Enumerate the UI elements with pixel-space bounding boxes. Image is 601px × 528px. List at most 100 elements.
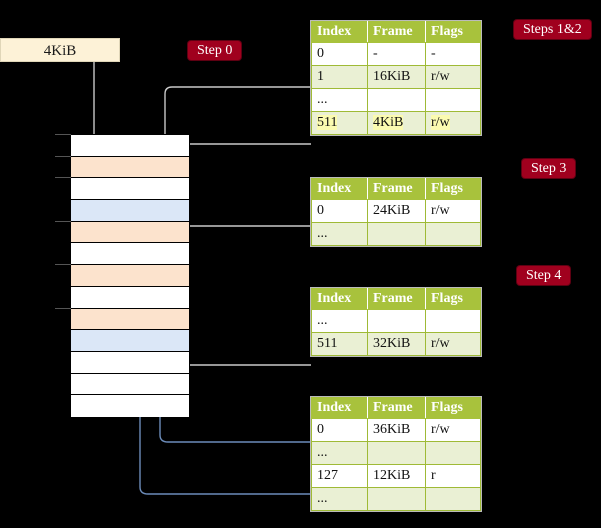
memory-frame-9	[71, 330, 189, 352]
memory-frame-1	[71, 156, 189, 179]
column-header-flags: Flags	[425, 21, 481, 43]
cell-flags: r/w	[425, 199, 481, 223]
column-header-index: Index	[311, 288, 368, 310]
wire-l1-511	[180, 143, 311, 249]
cell-flags	[425, 487, 481, 511]
column-header-index: Index	[311, 178, 368, 200]
column-header-frame: Frame	[367, 178, 426, 200]
memory-frame-6	[71, 265, 189, 287]
table-row[interactable]: ...	[311, 222, 481, 246]
column-header-frame: Frame	[367, 397, 426, 419]
cell-index: 0	[311, 199, 368, 223]
column-header-index: Index	[311, 21, 368, 43]
cell-flags: r	[425, 464, 481, 488]
memory-frame-11	[71, 373, 189, 396]
memory-frame-2	[71, 178, 189, 201]
column-header-flags: Flags	[425, 288, 481, 310]
cell-frame	[367, 222, 426, 246]
cell-index: ...	[311, 487, 368, 511]
vaddr-label: 4KiB	[43, 43, 77, 59]
memory-frame-7	[71, 286, 189, 309]
cell-index: ...	[311, 441, 368, 465]
cell-flags: r/w	[425, 332, 481, 356]
memory-frame-8	[71, 308, 189, 331]
wire-step4	[176, 308, 311, 366]
table-row[interactable]: ...	[311, 88, 481, 112]
cell-flags	[425, 441, 481, 465]
badge-step-0: Step 0	[188, 41, 242, 60]
table-row[interactable]: 0--	[311, 42, 481, 66]
cell-flags	[425, 222, 481, 246]
highlight-mark: 511	[317, 115, 338, 130]
table-row[interactable]: 511 4KiB r/w	[311, 111, 481, 135]
cell-index: ...	[311, 88, 368, 112]
memory-frame-5	[71, 243, 189, 266]
column-header-flags: Flags	[425, 397, 481, 419]
table-row[interactable]: ...	[311, 487, 481, 511]
cell-frame: 36KiB	[367, 418, 426, 442]
cell-frame: 32KiB	[367, 332, 426, 356]
memory-frame-0	[71, 135, 189, 157]
virtual-address-box: 4KiB	[0, 38, 120, 62]
cell-index: 1	[311, 65, 368, 89]
memory-frame-10	[71, 351, 189, 374]
cell-index: 127	[311, 464, 368, 488]
highlight-mark: r/w	[431, 115, 450, 130]
highlight-mark: 4KiB	[373, 115, 404, 130]
memory-tick-2	[55, 177, 71, 179]
cell-index: 511	[311, 111, 368, 135]
column-header-frame: Frame	[367, 21, 426, 43]
badge-step-4: Step 4	[517, 266, 571, 285]
cell-frame: 24KiB	[367, 199, 426, 223]
cell-frame	[367, 309, 426, 333]
column-header-frame: Frame	[367, 288, 426, 310]
cell-flags	[425, 88, 481, 112]
cell-index: 0	[311, 42, 368, 66]
memory-tick-8	[55, 307, 71, 309]
cell-frame	[367, 441, 426, 465]
cell-frame: 4KiB	[367, 111, 426, 135]
table-row[interactable]: ...	[311, 441, 481, 465]
wire-step3	[180, 225, 311, 293]
memory-frame-12	[71, 395, 189, 417]
column-header-flags: Flags	[425, 178, 481, 200]
badge-step-3: Step 3	[522, 159, 576, 178]
memory-tick-4	[55, 220, 71, 222]
cell-index: ...	[311, 222, 368, 246]
memory-tick-6	[55, 264, 71, 266]
cell-index: 511	[311, 332, 368, 356]
cell-flags: r/w	[425, 111, 481, 135]
cell-flags: r/w	[425, 65, 481, 89]
cell-frame: 16KiB	[367, 65, 426, 89]
table-row[interactable]: ...	[311, 309, 481, 333]
cell-index: ...	[311, 309, 368, 333]
badge-steps-1-2: Steps 1&2	[514, 20, 591, 39]
column-header-index: Index	[311, 397, 368, 419]
cell-frame	[367, 88, 426, 112]
memory-frame-4	[71, 221, 189, 244]
cell-flags: -	[425, 42, 481, 66]
cell-flags	[425, 309, 481, 333]
memory-tick-0	[55, 134, 71, 135]
cell-flags: r/w	[425, 418, 481, 442]
physical-memory-column	[70, 134, 190, 417]
memory-frame-3	[71, 200, 189, 222]
cell-frame: -	[367, 42, 426, 66]
cell-frame	[367, 487, 426, 511]
cell-frame: 12KiB	[367, 464, 426, 488]
cell-index: 0	[311, 418, 368, 442]
